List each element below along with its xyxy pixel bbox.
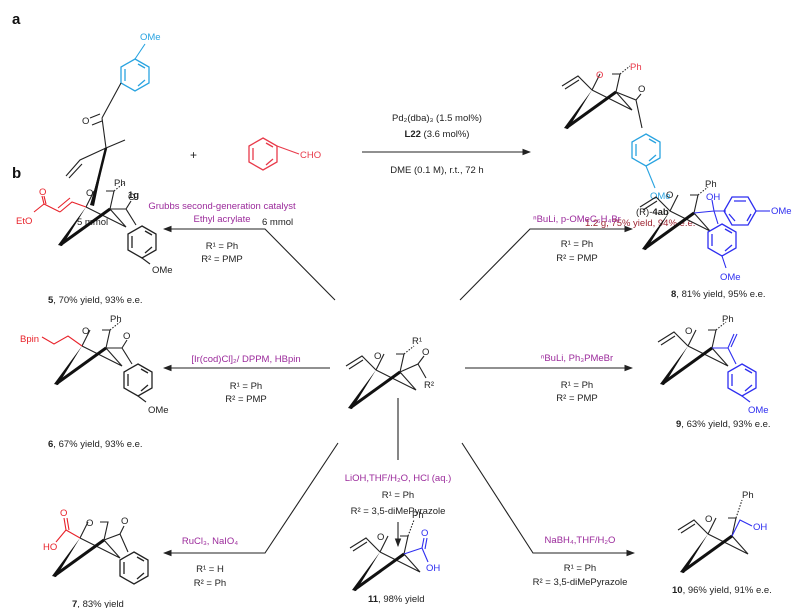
compound-1g-structure: [65, 43, 150, 206]
label-o-ring: O: [82, 326, 89, 337]
compound-id-4ab: (R)-4ab: [636, 207, 669, 218]
label-bpin: Bpin: [20, 334, 39, 345]
r2-5: R² = PMP: [201, 254, 242, 265]
conditions-a-line2: L22 (3.6 mol%): [405, 129, 470, 140]
label-o: O: [128, 192, 135, 203]
compound-9-structure: [657, 321, 757, 403]
center-label-o: O: [422, 347, 429, 358]
label-ome: OMe: [140, 32, 161, 43]
label-oh: OH: [426, 563, 440, 574]
label-eto: EtO: [16, 216, 32, 227]
label-oh: OH: [706, 192, 720, 203]
reagent-5-line1: Grubbs second-generation catalyst: [148, 201, 296, 212]
r2-10: R² = 3,5-diMePyrazole: [533, 577, 628, 588]
r2-11: R² = 3,5-diMePyrazole: [351, 506, 446, 517]
result-5: 5, 70% yield, 93% e.e.: [48, 295, 143, 306]
label-ph: Ph: [722, 314, 734, 325]
compound-11-structure: [349, 519, 429, 593]
label-ph: Ph: [412, 510, 424, 521]
label-o: O: [121, 516, 128, 527]
compound-6-structure: [41, 321, 153, 403]
compound-8-structure: [639, 186, 770, 269]
center-label-r1: R¹: [412, 336, 422, 347]
label-o-ring: O: [86, 188, 93, 199]
arrow-to-7: [162, 442, 339, 557]
label-ome: OMe: [148, 405, 169, 416]
label-cho: CHO: [300, 150, 321, 161]
label-ome: OMe: [748, 405, 769, 416]
result-4ab: 1.2 g, 75% yield, 94% e.e.: [585, 218, 695, 229]
label-o-ring: O: [86, 518, 93, 529]
result-8: 8, 81% yield, 95% e.e.: [671, 289, 766, 300]
arrow-to-10: [461, 442, 636, 557]
r1-9: R¹ = Ph: [561, 380, 593, 391]
label-o-ring: O: [377, 532, 384, 543]
label-ph: Ph: [114, 178, 126, 189]
reagent-8: ⁿBuLi, p-OMeC₆H₄Br: [533, 214, 621, 225]
reagent-5-line2: Ethyl acrylate: [193, 214, 250, 225]
r1-10: R¹ = Ph: [564, 563, 596, 574]
label-ome: OMe: [152, 265, 173, 276]
amount-benzaldehyde: 6 mmol: [262, 217, 293, 228]
label-o-ring: O: [685, 326, 692, 337]
center-substrate-structure: [345, 345, 427, 411]
label-o: O: [82, 116, 89, 127]
reagent-11: LiOH,THF/H₂O, HCl (aq.): [345, 473, 452, 484]
arrow-to-8: [459, 225, 634, 301]
label-o: O: [123, 331, 130, 342]
result-6: 6, 67% yield, 93% e.e.: [48, 439, 143, 450]
conditions-a-line3: DME (0.1 M), r.t., 72 h: [390, 165, 483, 176]
label-ph: Ph: [630, 62, 642, 73]
reagent-7: RuCl₃, NaIO₄: [182, 536, 238, 547]
label-ph: Ph: [705, 179, 717, 190]
reagent-10: NaBH₄,THF/H₂O: [545, 535, 616, 546]
result-10: 10, 96% yield, 91% e.e.: [672, 585, 772, 596]
compound-5-structure: [33, 182, 157, 265]
label-o-acid: O: [60, 508, 67, 519]
panel-a-label: a: [12, 11, 21, 28]
result-7: 7, 83% yield: [72, 599, 124, 608]
compound-4ab-structure: [561, 65, 661, 189]
r2-6: R² = PMP: [225, 394, 266, 405]
r1-11: R¹ = Ph: [382, 490, 414, 501]
r1-8: R¹ = Ph: [561, 239, 593, 250]
compound-7-structure: [50, 517, 149, 585]
label-ph: Ph: [110, 314, 122, 325]
r1-6: R¹ = Ph: [230, 381, 262, 392]
conditions-a-line1: Pd₂(dba)₃ (1.5 mol%): [392, 113, 482, 124]
r1-7: R¹ = H: [196, 564, 224, 575]
label-oh: OH: [753, 522, 767, 533]
benzaldehyde-structure: [248, 137, 300, 171]
label-o: O: [421, 528, 428, 539]
label-o-ring: O: [596, 70, 603, 81]
arrow-to-5: [162, 225, 336, 301]
label-ome: OMe: [650, 191, 671, 202]
label-o-ester: O: [39, 187, 46, 198]
label-o: O: [638, 84, 645, 95]
r2-8: R² = PMP: [556, 253, 597, 264]
r1-5: R¹ = Ph: [206, 241, 238, 252]
r2-7: R² = Ph: [194, 578, 226, 589]
label-o-ring: O: [705, 514, 712, 525]
plus-sign: +: [190, 148, 197, 162]
panel-b-label: b: [12, 165, 21, 182]
label-o-ring: O: [666, 190, 673, 201]
label-ome-1: OMe: [771, 206, 792, 217]
reagent-6: [Ir(cod)Cl]₂/ DPPM, HBpin: [191, 354, 300, 365]
reagent-9: ⁿBuLi, Ph₃PMeBr: [541, 353, 613, 364]
label-ph: Ph: [742, 490, 754, 501]
center-label-r2: R²: [424, 380, 434, 391]
result-11: 11, 98% yield: [368, 594, 425, 605]
compound-10-structure: [677, 499, 753, 575]
label-ome-2: OMe: [720, 272, 741, 283]
r2-9: R² = PMP: [556, 393, 597, 404]
center-label-o-ring: O: [374, 351, 381, 362]
compound-id-1g: 1g: [128, 190, 139, 201]
label-ho: HO: [43, 542, 57, 553]
result-9: 9, 63% yield, 93% e.e.: [676, 419, 771, 430]
